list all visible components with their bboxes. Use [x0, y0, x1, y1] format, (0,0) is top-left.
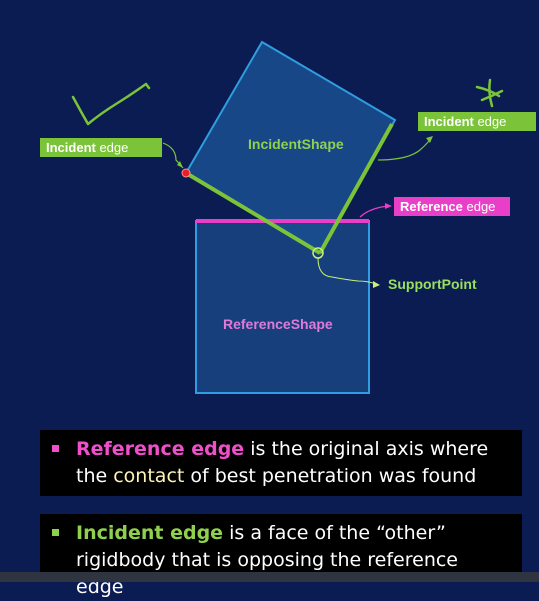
incident-shape-label: IncidentShape	[248, 136, 344, 152]
bullet-1-text-1: is the original axis where the	[76, 438, 489, 487]
bullet-incident-edge: Incident edge is a face of the “other” r…	[40, 514, 522, 598]
bullet-1-highlight: Reference edge	[76, 438, 245, 460]
incident-edge-left-line	[184, 171, 322, 255]
incident-edge-right-bold: Incident	[424, 114, 474, 129]
bullet-square-icon	[52, 445, 59, 452]
incident-edge-left-rest: edge	[95, 140, 129, 155]
right-label-arrowhead	[426, 136, 433, 143]
bullet-square-icon	[52, 529, 59, 536]
incident-edge-right-line	[318, 123, 394, 254]
left-label-pointer	[162, 142, 184, 169]
incident-edge-left-bold: Incident	[46, 140, 96, 155]
incident-edge-label-left: Incident edge	[40, 138, 162, 157]
incident-edge-right-rest: edge	[473, 114, 507, 129]
reference-edge-label: Reference edge	[394, 197, 510, 216]
reference-edge-bold: Reference	[400, 199, 463, 214]
bullet-1-emphasis: contact	[113, 465, 185, 487]
bottom-strip	[0, 572, 539, 582]
support-point-arrowhead	[373, 281, 380, 288]
checkmark-icon	[71, 82, 151, 126]
contact-point	[181, 168, 191, 178]
reference-shape-label: ReferenceShape	[223, 316, 333, 332]
cross-mark-icon	[475, 78, 504, 108]
right-label-pointer	[377, 137, 432, 161]
bullet-reference-edge: Reference edge is the original axis wher…	[40, 430, 522, 496]
bullet-2-highlight: Incident edge	[76, 522, 224, 544]
reference-shape	[195, 220, 370, 394]
left-label-arrowhead	[177, 161, 183, 168]
reference-label-pointer	[359, 205, 389, 218]
support-point-label: SupportPoint	[388, 276, 477, 292]
bullet-1-text-2: of best penetration was found	[184, 465, 477, 487]
reference-label-arrowhead	[385, 203, 392, 209]
support-point-pointer	[317, 257, 377, 285]
incident-edge-label-right: Incident edge	[418, 112, 536, 131]
diagram-canvas	[71, 40, 504, 394]
reference-edge-rest: edge	[462, 199, 496, 214]
